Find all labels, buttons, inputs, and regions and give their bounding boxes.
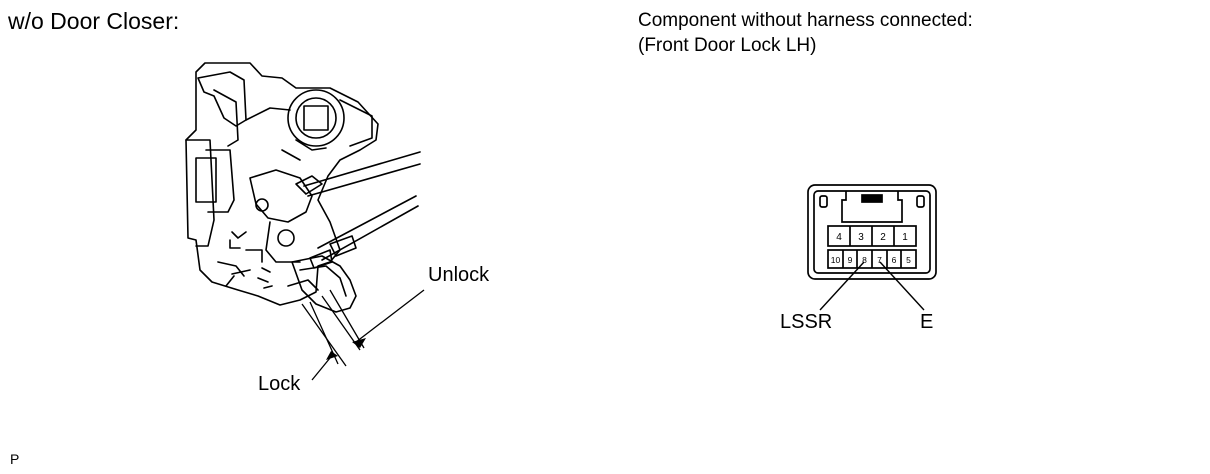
pin-label: 6 [892,255,897,265]
door-lock-illustration [185,62,421,313]
unlock-arrowhead [352,338,366,348]
pin-label: 7 [877,255,882,265]
pin-label: 10 [831,255,841,265]
lssr-leader-line [819,261,865,311]
lock-unlock-indicator [301,289,425,381]
lock-arrowhead [326,351,338,360]
pin-label: 5 [906,255,911,265]
pin-label: 8 [862,255,867,265]
pin-numbers-top: 4 3 2 1 [836,232,908,243]
e-terminal-label: E [920,311,934,333]
pin-label: 9 [848,255,853,265]
pin-label: 2 [880,232,886,243]
lock-label: Lock [258,373,301,395]
e-leader-line [879,261,925,311]
right-panel-title-line1: Component without harness connected: [638,10,973,31]
unlock-label: Unlock [428,264,490,286]
connector-diagram [807,184,937,280]
pin-label: 3 [858,232,864,243]
terminal-leader-lines [819,261,925,311]
left-panel-title: w/o Door Closer: [8,8,180,34]
pin-label: 1 [902,232,908,243]
figure-code: P [10,451,20,467]
lssr-terminal-label: LSSR [780,311,833,333]
arrowheads [326,338,366,360]
pin-numbers-bottom: 10 9 8 7 6 5 [831,255,911,265]
right-panel-title: Component without harness connected: (Fr… [638,9,973,58]
pin-label: 4 [836,232,842,243]
right-panel-title-line2: (Front Door Lock LH) [638,34,817,56]
